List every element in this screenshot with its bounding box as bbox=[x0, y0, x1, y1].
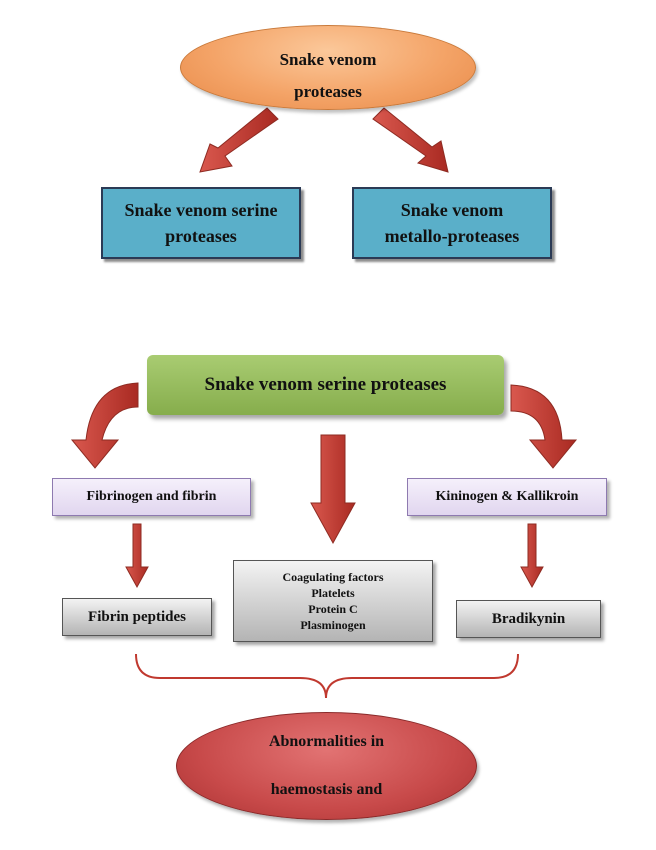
arrow-to-metallo bbox=[372, 107, 449, 173]
target-item: Platelets bbox=[311, 586, 355, 600]
serine-line-1: Snake venom serine bbox=[124, 200, 278, 220]
kininogen-box: Kininogen & Kallikroin bbox=[407, 478, 607, 516]
outcome-line-3: thrombosis bbox=[269, 802, 384, 819]
target-item: Plasminogen bbox=[300, 618, 366, 632]
snake-venom-proteases-node: Snake venom proteases bbox=[180, 25, 476, 110]
arrow-to-fibrin-peptides bbox=[125, 523, 149, 589]
metallo-line-2: metallo-proteases bbox=[384, 226, 520, 246]
target-item: Protein C bbox=[308, 602, 358, 616]
serine-line-2: proteases bbox=[165, 226, 237, 246]
fibrin-peptides-label: Fibrin peptides bbox=[88, 608, 186, 625]
metallo-line-1: Snake venom bbox=[400, 200, 504, 220]
arrow-to-coagulation bbox=[310, 434, 356, 545]
grouping-brace bbox=[135, 653, 519, 699]
curved-arrow-left bbox=[70, 382, 139, 469]
curved-arrow-right bbox=[510, 384, 578, 469]
outcome-node: Abnormalities in haemostasis and thrombo… bbox=[176, 712, 477, 820]
outcome-line-1: Abnormalities in bbox=[268, 733, 385, 750]
serine-header-label: Snake venom serine proteases bbox=[204, 374, 447, 395]
fibrin-peptides-box: Fibrin peptides bbox=[62, 598, 212, 636]
fibrinogen-box: Fibrinogen and fibrin bbox=[52, 478, 251, 516]
top-line-1: Snake venom bbox=[279, 49, 377, 69]
metallo-proteases-box: Snake venom metallo-proteases bbox=[352, 187, 552, 259]
fibrinogen-label: Fibrinogen and fibrin bbox=[86, 489, 217, 504]
top-line-2: proteases bbox=[294, 81, 362, 101]
arrow-to-serine bbox=[199, 107, 279, 173]
serine-proteases-box: Snake venom serine proteases bbox=[101, 187, 301, 259]
kininogen-label: Kininogen & Kallikroin bbox=[435, 489, 579, 504]
target-item: Coagulating factors bbox=[282, 570, 384, 584]
serine-proteases-header: Snake venom serine proteases bbox=[147, 355, 504, 415]
coagulation-targets-box: Coagulating factors Platelets Protein C … bbox=[233, 560, 433, 642]
outcome-line-2: haemostasis and bbox=[270, 781, 383, 798]
arrow-to-bradikynin bbox=[520, 523, 544, 589]
bradikynin-box: Bradikynin bbox=[456, 600, 601, 638]
bradikynin-label: Bradikynin bbox=[491, 610, 566, 627]
